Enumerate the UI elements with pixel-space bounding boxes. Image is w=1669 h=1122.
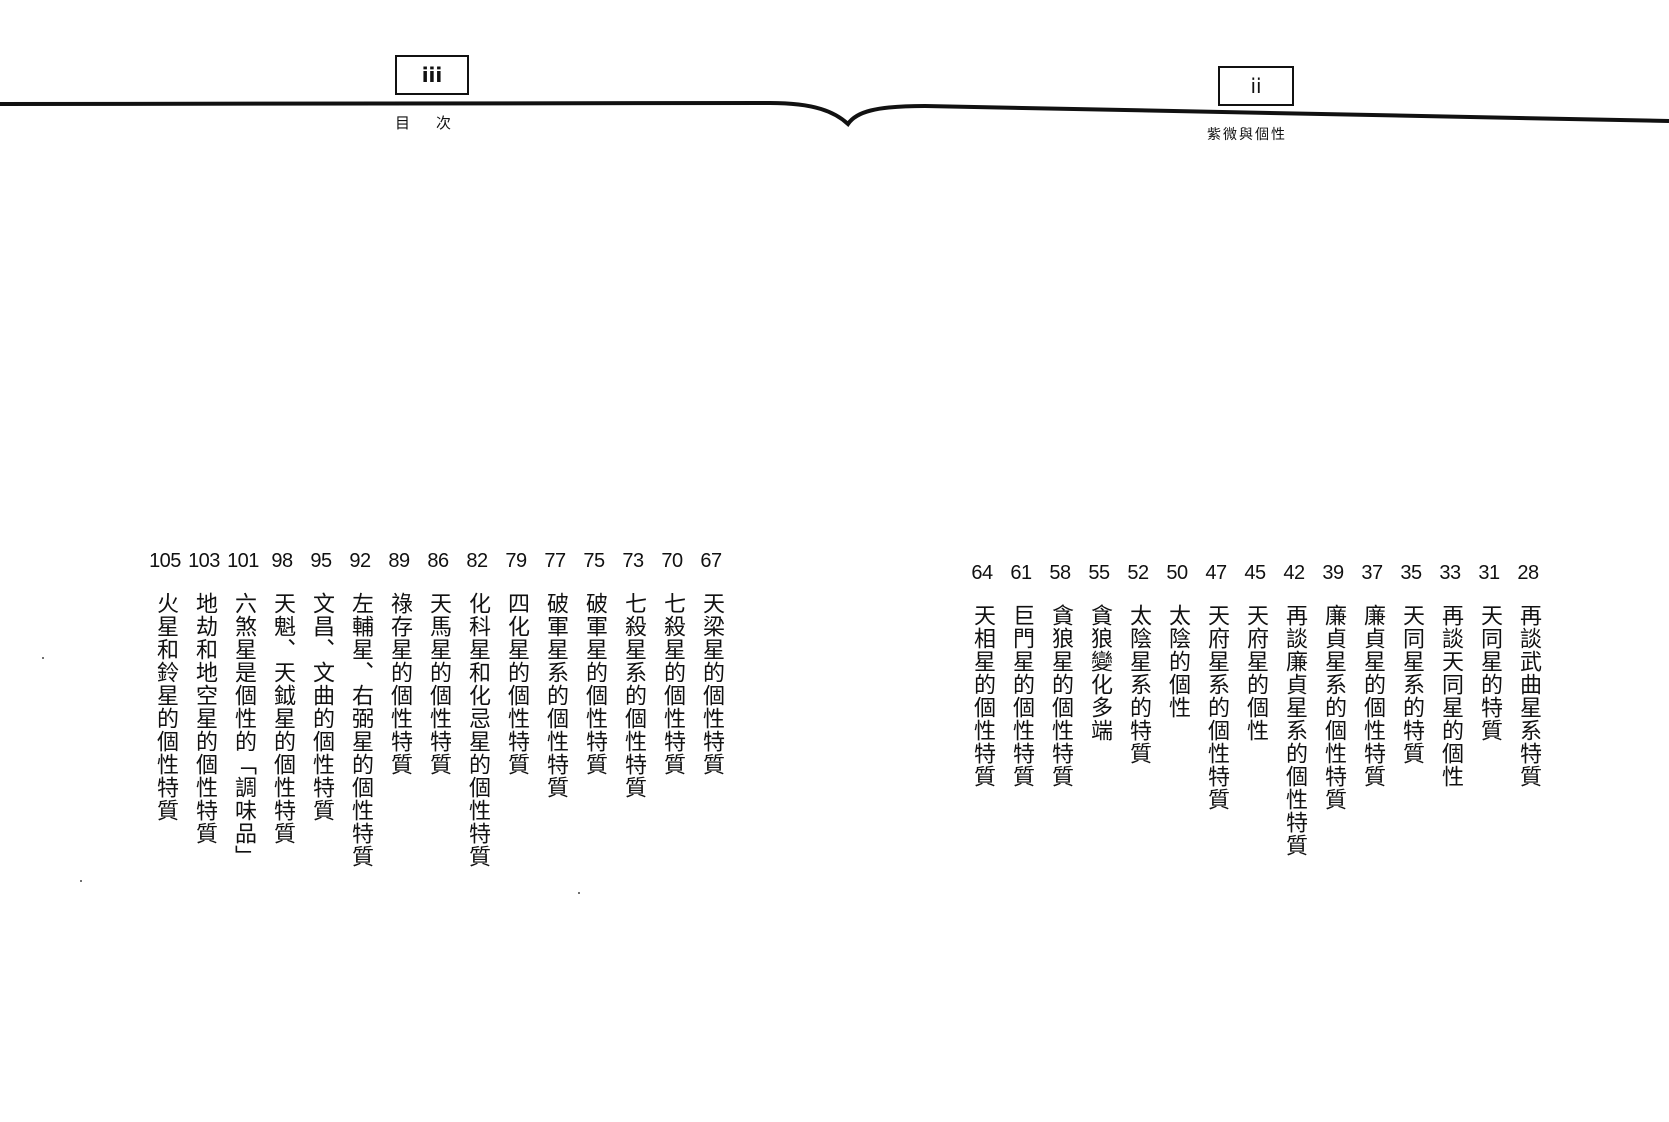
toc-title: 破軍星的個性特質 <box>582 592 607 776</box>
toc-entry[interactable]: 82 化科星和化忌星的個性特質 <box>460 546 494 868</box>
toc-page-number: 61 <box>1010 562 1032 584</box>
toc-entry[interactable]: 35 天同星系的特質 <box>1394 558 1428 765</box>
toc-entry[interactable]: 61 巨門星的個性特質 <box>1004 558 1038 788</box>
toc-page-number: 77 <box>544 550 566 572</box>
toc-title: 貪狼星的個性特質 <box>1048 604 1073 788</box>
left-running-head: 目次 <box>395 114 478 132</box>
toc-title: 天梁星的個性特質 <box>699 592 724 776</box>
toc-entry[interactable]: 64 天相星的個性特質 <box>965 558 999 788</box>
toc-title: 再談武曲星系特質 <box>1516 604 1541 788</box>
toc-page-number: 45 <box>1244 562 1266 584</box>
scan-speck <box>80 880 82 882</box>
toc-title: 文昌、文曲的個性特質 <box>309 592 334 822</box>
toc-title: 天府星的個性 <box>1243 604 1268 742</box>
toc-title: 再談廉貞星系的個性特質 <box>1282 604 1307 857</box>
toc-page-number: 47 <box>1205 562 1227 584</box>
toc-entry[interactable]: 28 再談武曲星系特質 <box>1511 558 1545 788</box>
toc-page-number: 101 <box>227 550 259 572</box>
toc-page-number: 64 <box>971 562 993 584</box>
toc-entry[interactable]: 73 七殺星系的個性特質 <box>616 546 650 799</box>
toc-entry[interactable]: 103 地劫和地空星的個性特質 <box>187 546 221 845</box>
toc-entry[interactable]: 77 破軍星系的個性特質 <box>538 546 572 799</box>
toc-title: 廉貞星的個性特質 <box>1360 604 1385 788</box>
toc-title: 廉貞星系的個性特質 <box>1321 604 1346 811</box>
toc-page-number: 103 <box>188 550 220 572</box>
toc-entry[interactable]: 39 廉貞星系的個性特質 <box>1316 558 1350 811</box>
toc-page-number: 28 <box>1517 562 1539 584</box>
toc-entry[interactable]: 52 太陰星系的特質 <box>1121 558 1155 765</box>
scan-speck <box>42 657 44 659</box>
toc-title: 七殺星系的個性特質 <box>621 592 646 799</box>
toc-entry[interactable]: 75 破軍星的個性特質 <box>577 546 611 776</box>
toc-entry[interactable]: 33 再談天同星的個性 <box>1433 558 1467 788</box>
toc-title: 太陰星系的特質 <box>1126 604 1151 765</box>
toc-entry[interactable]: 92 左輔星、右弼星的個性特質 <box>343 546 377 868</box>
toc-title: 天府星系的個性特質 <box>1204 604 1229 811</box>
toc-entry[interactable]: 79 四化星的個性特質 <box>499 546 533 776</box>
toc-page-number: 33 <box>1439 562 1461 584</box>
scan-speck <box>578 892 580 894</box>
toc-title: 巨門星的個性特質 <box>1009 604 1034 788</box>
toc-title: 六煞星是個性的「調味品」 <box>231 592 256 868</box>
toc-entry[interactable]: 70 七殺星的個性特質 <box>655 546 689 776</box>
toc-page-number: 58 <box>1049 562 1071 584</box>
toc-page-number: 31 <box>1478 562 1500 584</box>
toc-title: 天同星系的特質 <box>1399 604 1424 765</box>
toc-entry[interactable]: 98 天魁、天鉞星的個性特質 <box>265 546 299 845</box>
toc-entry[interactable]: 105 火星和鈴星的個性特質 <box>148 546 182 822</box>
toc-title: 貪狼變化多端 <box>1087 604 1112 742</box>
toc-entry[interactable]: 101 六煞星是個性的「調味品」 <box>226 546 260 868</box>
toc-title: 化科星和化忌星的個性特質 <box>465 592 490 868</box>
toc-page-number: 95 <box>310 550 332 572</box>
toc-page-number: 39 <box>1322 562 1344 584</box>
toc-entry[interactable]: 58 貪狼星的個性特質 <box>1043 558 1077 788</box>
toc-page-number: 79 <box>505 550 527 572</box>
toc-entry[interactable]: 95 文昌、文曲的個性特質 <box>304 546 338 822</box>
toc-page-number: 55 <box>1088 562 1110 584</box>
toc-page-number: 70 <box>661 550 683 572</box>
toc-title: 火星和鈴星的個性特質 <box>153 592 178 822</box>
toc-page-number: 98 <box>271 550 293 572</box>
toc-title: 七殺星的個性特質 <box>660 592 685 776</box>
toc-page-number: 105 <box>149 550 181 572</box>
toc-entry[interactable]: 89 祿存星的個性特質 <box>382 546 416 776</box>
left-page-number: iii <box>395 55 469 95</box>
toc-page-number: 92 <box>349 550 371 572</box>
toc-page-number: 35 <box>1400 562 1422 584</box>
toc-title: 天相星的個性特質 <box>970 604 995 788</box>
toc-entry[interactable]: 50 太陰的個性 <box>1160 558 1194 719</box>
toc-entry[interactable]: 67 天梁星的個性特質 <box>694 546 728 776</box>
toc-title: 四化星的個性特質 <box>504 592 529 776</box>
toc-title: 破軍星系的個性特質 <box>543 592 568 799</box>
toc-entry[interactable]: 47 天府星系的個性特質 <box>1199 558 1233 811</box>
toc-page-number: 73 <box>622 550 644 572</box>
toc-page-number: 67 <box>700 550 722 572</box>
toc-title: 天魁、天鉞星的個性特質 <box>270 592 295 845</box>
toc-title: 再談天同星的個性 <box>1438 604 1463 788</box>
toc-entry[interactable]: 45 天府星的個性 <box>1238 558 1272 742</box>
right-page-number: ii <box>1218 66 1294 106</box>
toc-title: 太陰的個性 <box>1165 604 1190 719</box>
toc-entry[interactable]: 86 天馬星的個性特質 <box>421 546 455 776</box>
toc-page-number: 89 <box>388 550 410 572</box>
toc-page-number: 37 <box>1361 562 1383 584</box>
toc-entry[interactable]: 42 再談廉貞星系的個性特質 <box>1277 558 1311 857</box>
toc-page-number: 50 <box>1166 562 1188 584</box>
toc-entry[interactable]: 55 貪狼變化多端 <box>1082 558 1116 742</box>
toc-title: 地劫和地空星的個性特質 <box>192 592 217 845</box>
toc-title: 祿存星的個性特質 <box>387 592 412 776</box>
toc-title: 天馬星的個性特質 <box>426 592 451 776</box>
toc-page-number: 82 <box>466 550 488 572</box>
toc-page-number: 42 <box>1283 562 1305 584</box>
toc-page-number: 52 <box>1127 562 1149 584</box>
toc-entry[interactable]: 37 廉貞星的個性特質 <box>1355 558 1389 788</box>
toc-entry[interactable]: 31 天同星的特質 <box>1472 558 1506 742</box>
toc-page-number: 75 <box>583 550 605 572</box>
right-running-head: 紫微與個性 <box>1207 127 1287 143</box>
toc-title: 左輔星、右弼星的個性特質 <box>348 592 373 868</box>
toc-title: 天同星的特質 <box>1477 604 1502 742</box>
toc-page-number: 86 <box>427 550 449 572</box>
